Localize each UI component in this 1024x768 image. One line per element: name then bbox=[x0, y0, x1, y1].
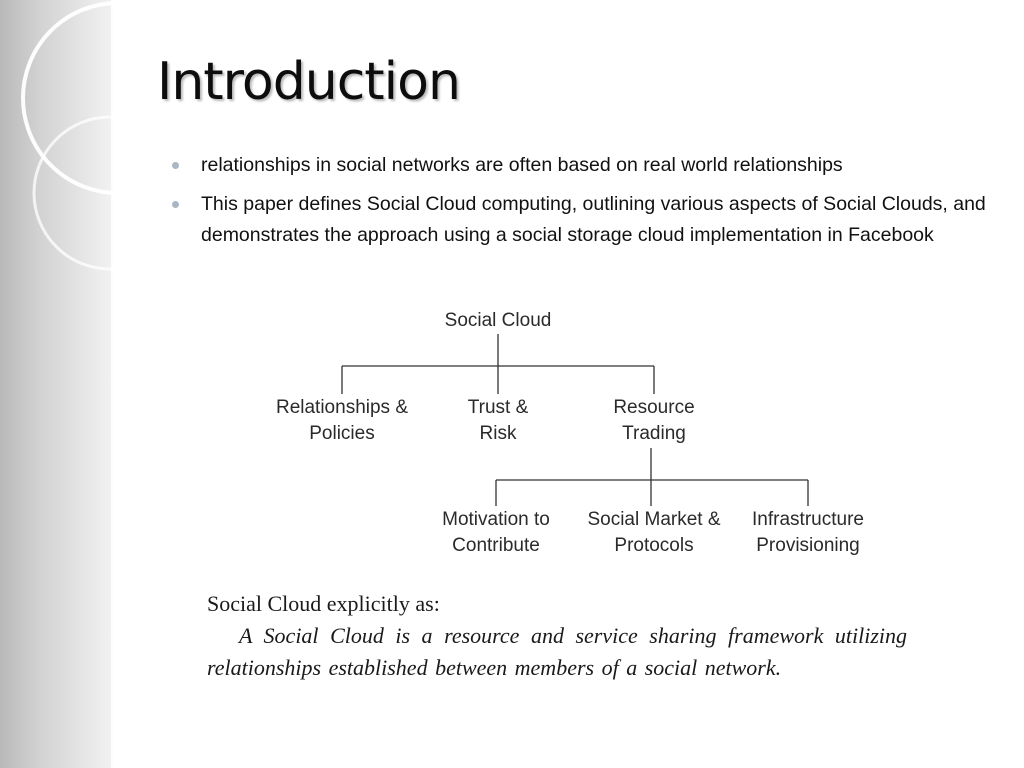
diagram-node-resource-trading: Resource Trading bbox=[613, 397, 695, 444]
bullet-text: This paper defines Social Cloud computin… bbox=[201, 193, 986, 246]
bullet-item: relationships in social networks are oft… bbox=[172, 150, 992, 181]
social-cloud-diagram: Social Cloud Relationships & Policies Tr… bbox=[250, 300, 900, 570]
definition-heading: Social Cloud explicitly as: bbox=[207, 591, 440, 616]
bullet-item: This paper defines Social Cloud computin… bbox=[172, 189, 992, 251]
bullet-dot-icon bbox=[172, 162, 179, 169]
diagram-node-relationships: Relationships & Policies bbox=[275, 397, 409, 444]
diagram-connectors bbox=[341, 334, 809, 506]
bullet-text: relationships in social networks are oft… bbox=[201, 154, 843, 176]
definition-body: A Social Cloud is a resource and service… bbox=[207, 623, 907, 680]
definition-block: Social Cloud explicitly as: A Social Clo… bbox=[207, 590, 907, 684]
sidebar-decoration bbox=[0, 0, 113, 768]
diagram-node-root: Social Cloud bbox=[444, 310, 552, 331]
diagram-node-social-market: Social Market & Protocols bbox=[587, 509, 721, 556]
sidebar-edge bbox=[111, 0, 115, 768]
bullet-list: relationships in social networks are oft… bbox=[172, 150, 992, 259]
slide-title: Introduction bbox=[157, 52, 461, 112]
diagram-node-trust: Trust & Risk bbox=[467, 397, 529, 444]
diagram-node-motivation: Motivation to Contribute bbox=[442, 509, 550, 556]
bullet-dot-icon bbox=[172, 201, 179, 208]
diagram-node-infrastructure: Infrastructure Provisioning bbox=[752, 509, 864, 556]
